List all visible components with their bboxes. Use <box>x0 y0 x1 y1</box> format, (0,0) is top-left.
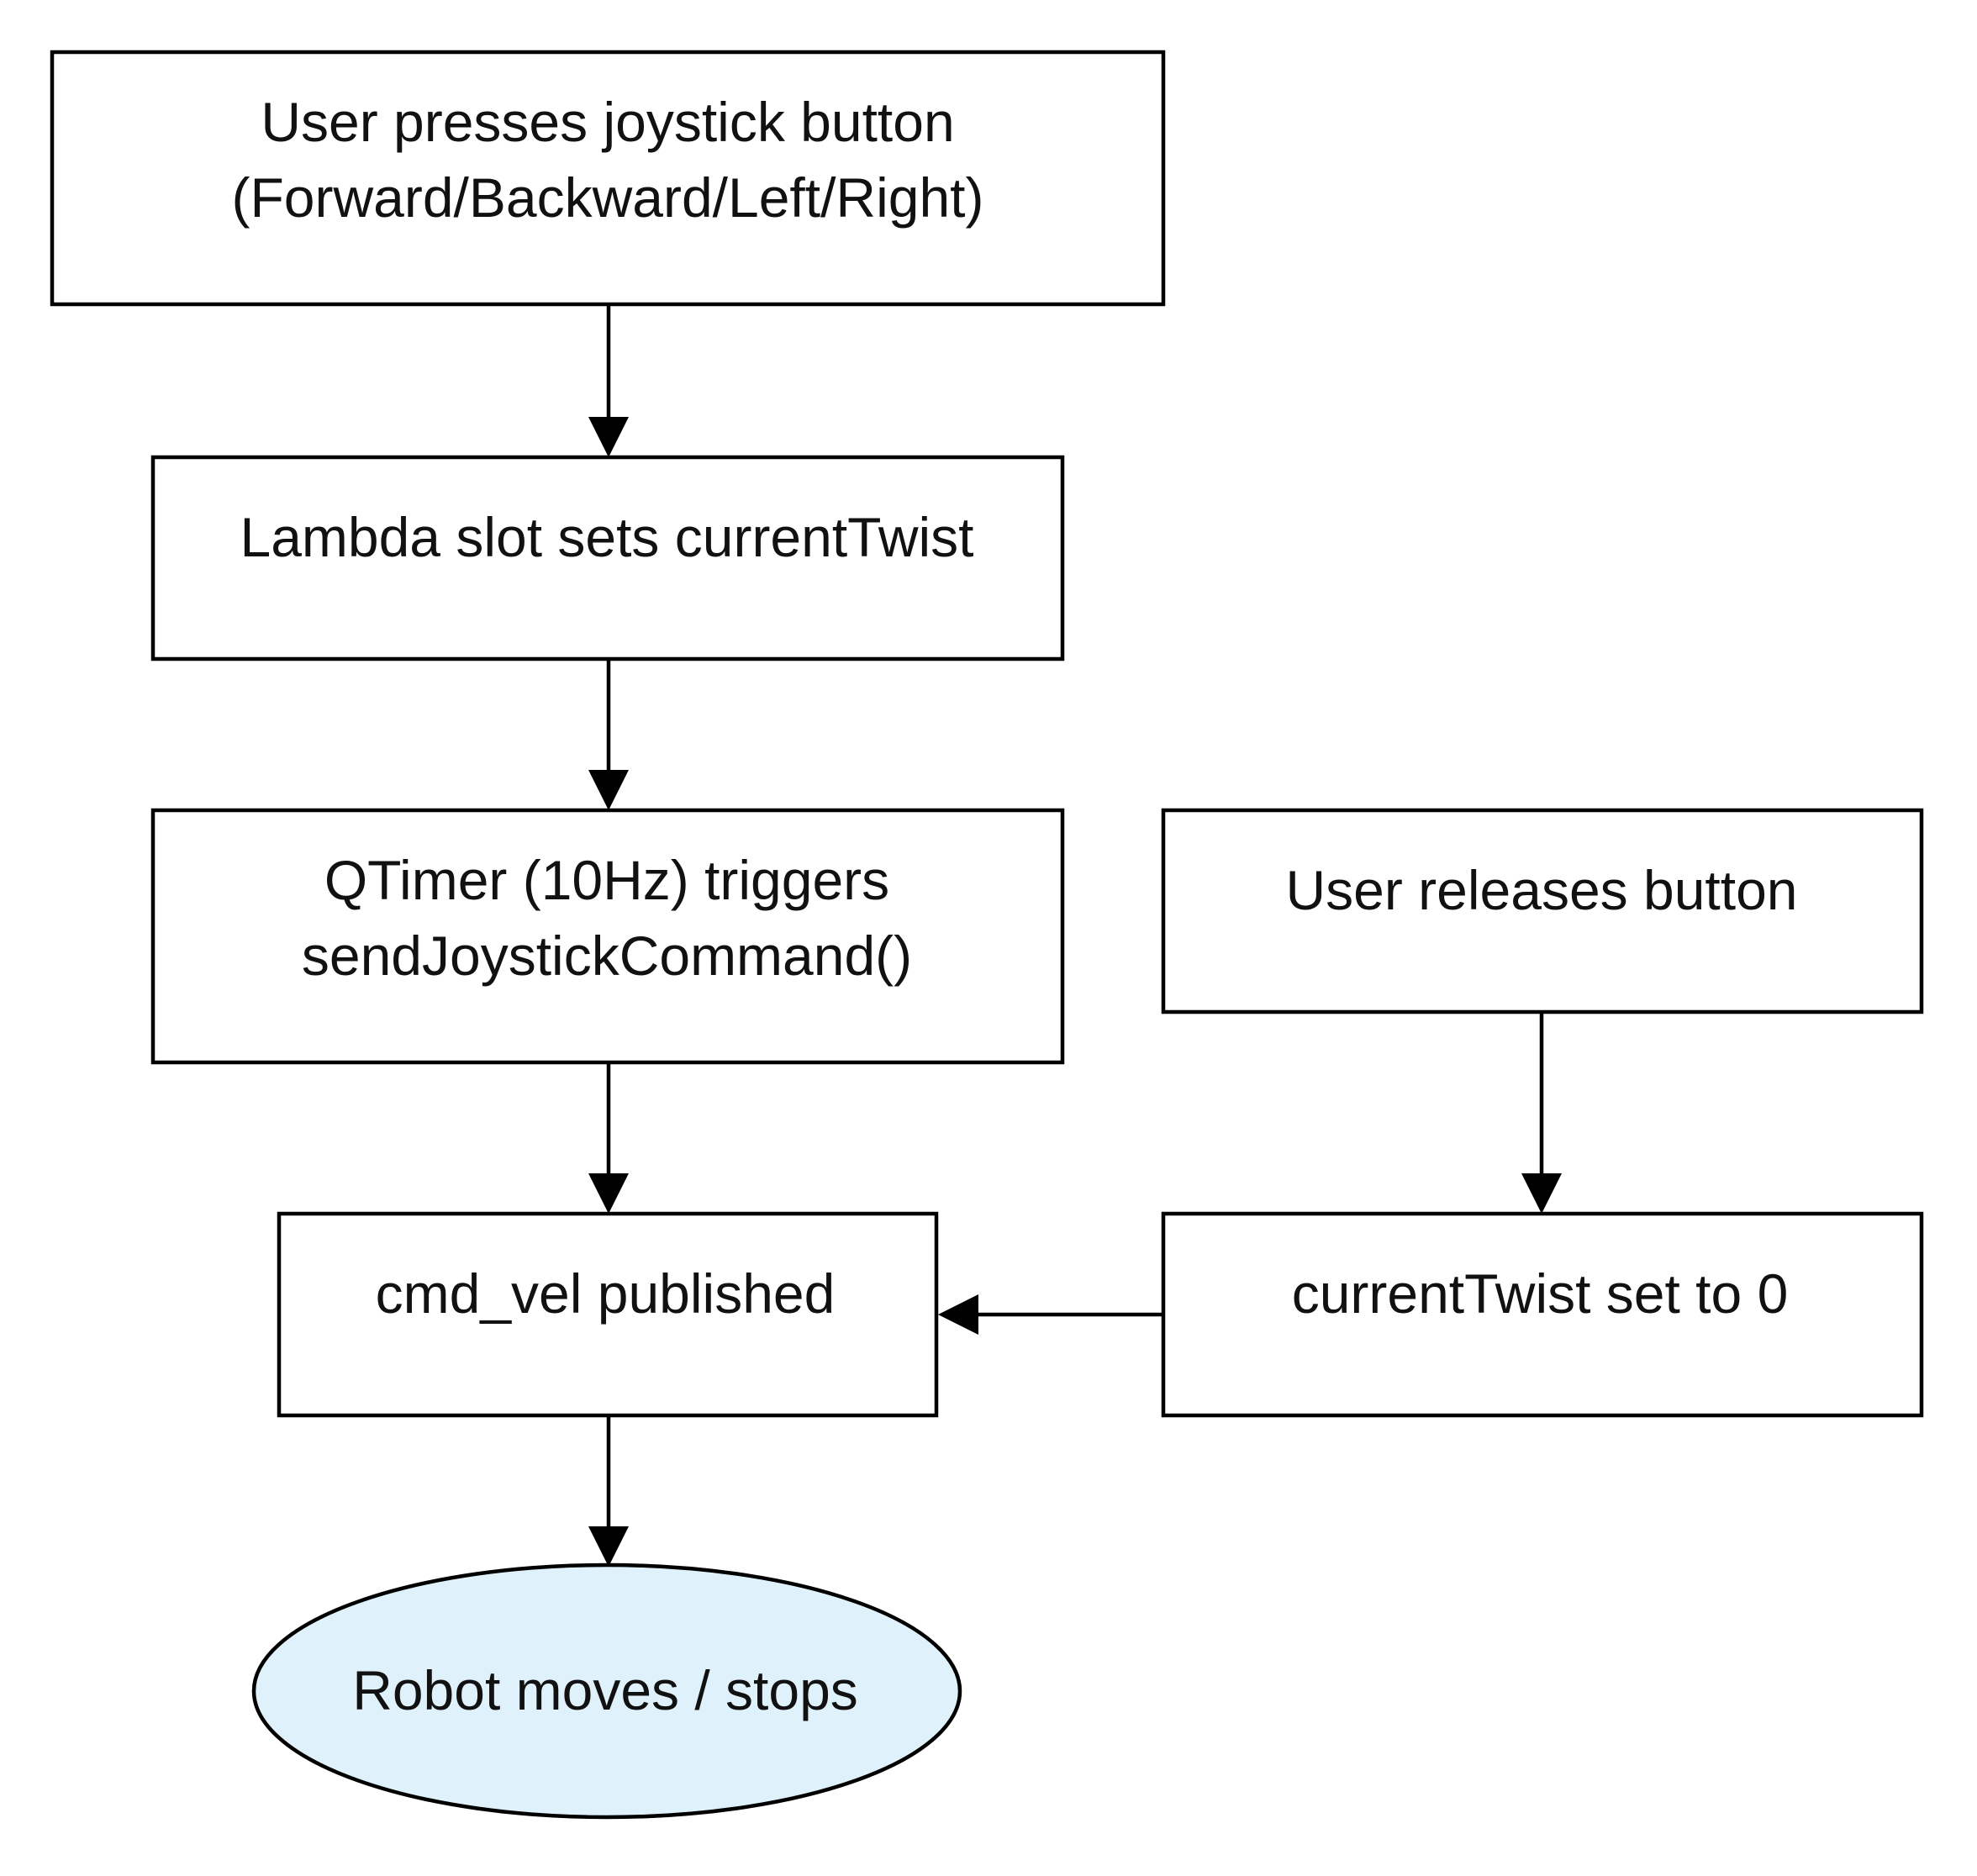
node-user-presses-button-line1: User presses joystick button <box>261 91 954 153</box>
edge-lambda-to-timer <box>588 659 629 810</box>
node-qtimer-line1: QTimer (10Hz) triggers <box>324 849 889 911</box>
node-current-twist-zero-label: currentTwist set to 0 <box>1292 1262 1789 1325</box>
node-user-presses-button-line2: (Forward/Backward/Left/Right) <box>232 166 984 229</box>
node-user-releases-button-label: User releases button <box>1286 859 1798 921</box>
node-robot-terminal-label: Robot moves / stops <box>352 1659 858 1721</box>
node-qtimer: QTimer (10Hz) triggers sendJoystickComma… <box>150 808 1065 1065</box>
node-cmd-vel-published-label: cmd_vel published <box>376 1262 836 1325</box>
node-user-presses-button: User presses joystick button (Forward/Ba… <box>50 50 1166 307</box>
edge-timer-to-publish <box>588 1062 629 1214</box>
node-user-releases-button: User releases button <box>1161 808 1924 1014</box>
node-lambda-slot: Lambda slot sets currentTwist <box>150 455 1065 661</box>
node-robot-terminal: Robot moves / stops <box>251 1562 962 1820</box>
node-current-twist-zero: currentTwist set to 0 <box>1161 1211 1924 1418</box>
edge-press-to-lambda <box>588 305 629 457</box>
edge-publish-to-robot <box>588 1415 629 1567</box>
node-lambda-slot-label: Lambda slot sets currentTwist <box>240 506 973 568</box>
node-qtimer-line2: sendJoystickCommand() <box>302 925 912 987</box>
edge-release-to-zero <box>1521 1012 1562 1214</box>
robot-terminal-ellipse <box>251 1562 962 1820</box>
edge-zero-to-publish <box>938 1294 1163 1335</box>
node-cmd-vel-published: cmd_vel published <box>277 1211 939 1418</box>
